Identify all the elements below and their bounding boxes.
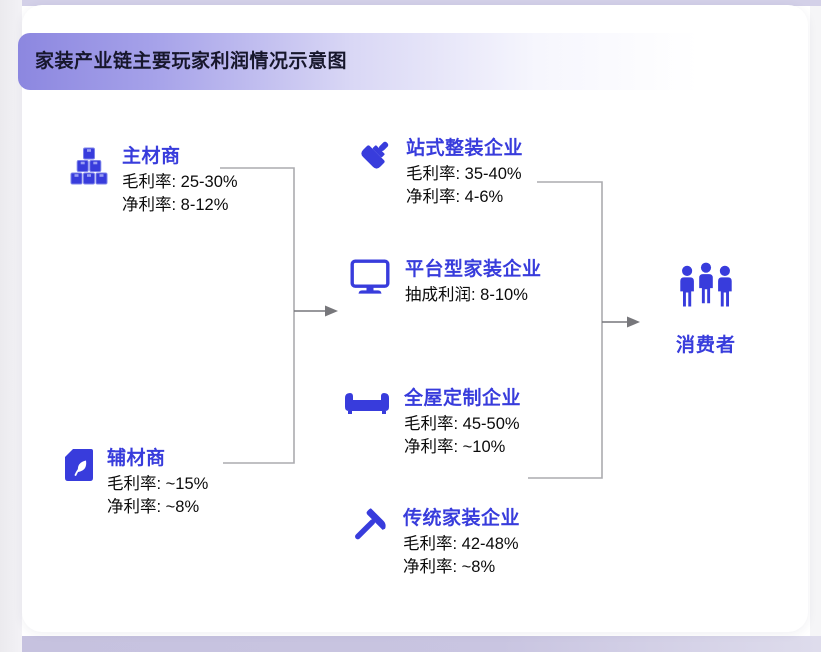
monitor-icon [350,259,390,301]
background-left-strip [0,0,22,652]
node-title: 平台型家装企业 [405,259,542,280]
boxes-icon [70,147,108,190]
hammer-icon [347,507,387,552]
consumer-label: 消费者 [675,335,736,356]
gross-margin-line: 毛利率: 25-30% [122,173,238,191]
net-margin-line: 净利率: ~8% [403,557,496,576]
node-whole-house-customization-company: 全屋定制企业 毛利率: 45-50% 净利率: ~10% [344,386,521,458]
net-margin-line: 净利率: 4-6% [406,187,504,206]
node-title: 主材商 [122,146,181,167]
sofa-icon [344,390,390,419]
gross-margin-line: 毛利率: 45-50% [404,415,520,433]
background-right-strip [810,6,821,636]
node-title: 传统家装企业 [403,508,521,529]
node-traditional-renovation-company: 传统家装企业 毛利率: 42-48% 净利率: ~8% [347,506,520,578]
title-banner: 家装产业链主要玩家利润情况示意图 [18,33,758,90]
node-title: 站式整装企业 [406,138,524,159]
background-bottom-strip [22,636,821,652]
paintbrush-icon [352,136,394,183]
people-icon [679,262,733,315]
diagram-card [22,5,808,632]
commission-profit-line: 抽成利润: 8-10% [405,286,528,304]
net-margin-line: 净利率: 8-12% [122,195,229,214]
node-title: 全屋定制企业 [404,388,522,409]
material-bag-icon [64,448,94,487]
page-title: 家装产业链主要玩家利润情况示意图 [35,51,348,72]
node-consumer: 消费者 [665,262,747,357]
node-one-stop-renovation-company: 站式整装企业 毛利率: 35-40% 净利率: 4-6% [352,136,523,208]
gross-margin-line: 毛利率: 35-40% [406,165,522,183]
node-auxiliary-material-supplier: 辅材商 毛利率: ~15% 净利率: ~8% [64,446,208,518]
net-margin-line: 净利率: ~10% [404,437,506,456]
node-main-material-supplier: 主材商 毛利率: 25-30% 净利率: 8-12% [70,144,238,216]
net-margin-line: 净利率: ~8% [107,497,200,516]
gross-margin-line: 毛利率: 42-48% [403,535,519,553]
gross-margin-line: 毛利率: ~15% [107,475,209,493]
node-title: 辅材商 [107,448,166,469]
background-top-strip [22,0,821,6]
node-platform-renovation-company: 平台型家装企业 抽成利润: 8-10% [350,257,542,307]
